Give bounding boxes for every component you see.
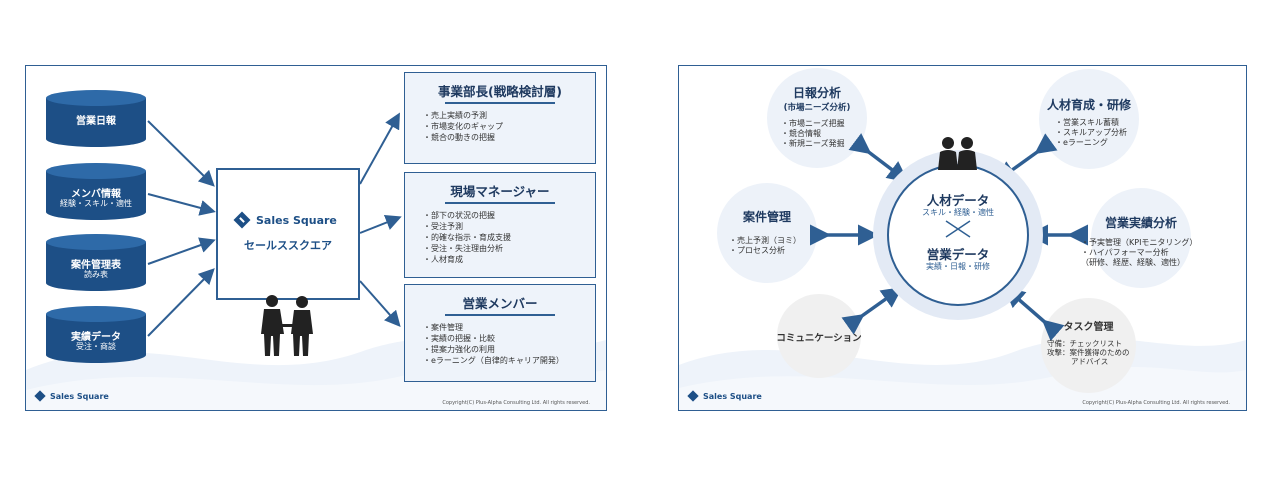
list-item: ・ハイパフォーマー分析 <box>1081 248 1169 257</box>
list-item: ・予実管理（KPIモニタリング） <box>1081 238 1198 247</box>
diamond-logo-icon <box>687 390 699 402</box>
list-item: ・受注予測 <box>423 222 463 231</box>
output-list: ・案件管理 ・実績の把握・比較 ・提案力強化の利用 ・eラーニング（自律的キャリ… <box>405 322 595 366</box>
sales-square-box: Sales Square セールススクエア <box>216 168 360 300</box>
list-item: ・売上予測（ヨミ） <box>729 236 801 245</box>
list-item: ・市場ニーズ把握 <box>781 119 845 128</box>
sales-square-logo: Sales Square <box>232 210 337 230</box>
source-sub: 経験・スキル・適性 <box>60 199 132 208</box>
copyright: Copyright(C) Plus-Alpha Consulting Ltd. … <box>1082 400 1230 406</box>
title-underline <box>445 102 555 104</box>
list-item: ・市場変化のギャップ <box>423 122 503 131</box>
node-comm-title: コミュニケーション <box>776 333 862 344</box>
source-title: 案件管理表 <box>71 260 121 271</box>
list-item: ・受注・失注理由分析 <box>423 244 503 253</box>
logo-text: Sales Square <box>256 213 337 227</box>
node-anken-title: 案件管理 <box>742 210 791 224</box>
node-jinzai-list: ・営業スキル蓄積 ・スキルアップ分析 ・eラーニング <box>1055 118 1127 148</box>
node-anken-list: ・売上予測（ヨミ） ・プロセス分析 <box>729 236 801 256</box>
source-title: メンバ情報 <box>71 189 121 200</box>
list-item: ・競合情報 <box>781 129 821 138</box>
list-item: ・実績の把握・比較 <box>423 334 495 343</box>
node-jisseki-circle <box>1091 188 1191 288</box>
list-item: 攻撃：案件獲得のための <box>1047 348 1130 357</box>
list-item: ・競合の動きの把握 <box>423 133 495 142</box>
center-title-jinzai: 人材データ <box>926 193 990 208</box>
output-list: ・売上実績の予測 ・市場変化のギャップ ・競合の動きの把握 <box>405 110 595 143</box>
source-sub: 受注・商談 <box>76 342 116 351</box>
node-task-list: 守備：チェックリスト 攻撃：案件獲得のための アドバイス <box>1047 339 1130 366</box>
title-underline <box>445 202 555 204</box>
list-item: ・新規ニーズ発掘 <box>781 139 845 148</box>
list-item: ・案件管理 <box>423 323 463 332</box>
output-title: 営業メンバー <box>462 296 538 311</box>
list-item: ・提案力強化の利用 <box>423 345 495 354</box>
left-slide: 営業日報 メンバ情報 経験・スキル・適性 案件管理表 読み表 実績データ 受注・… <box>25 65 607 411</box>
footer-logo: Sales Square <box>686 389 762 403</box>
source-title: 実績データ <box>71 332 121 343</box>
diamond-logo-icon <box>233 211 251 229</box>
node-nippo-subtitle: (市場ニーズ分析) <box>783 103 851 113</box>
handshake-people-icon <box>261 295 313 356</box>
list-item: ・部下の状況の把握 <box>423 211 495 220</box>
list-item: 守備：チェックリスト <box>1047 339 1122 348</box>
source-member-info: メンバ情報 経験・スキル・適性 <box>46 163 146 220</box>
people-icon <box>938 137 977 170</box>
center-sub-eigyo: 実績・日報・研修 <box>926 262 990 271</box>
node-jinzai-title: 人材育成・研修 <box>1046 98 1131 112</box>
diamond-logo-icon <box>34 390 46 402</box>
title-underline <box>445 314 555 316</box>
output-eigyo-member: 営業メンバー ・案件管理 ・実績の把握・比較 ・提案力強化の利用 ・eラーニング… <box>404 284 596 382</box>
source-jisseki: 実績データ 受注・商談 <box>46 306 146 363</box>
node-anken-circle <box>717 183 817 283</box>
sales-square-kana: セールススクエア <box>244 239 332 252</box>
right-slide: 人材データ スキル・経験・適性 営業データ 実績・日報・研修 日報分析 (市場ニ… <box>678 65 1247 411</box>
source-title: 営業日報 <box>76 116 116 127</box>
node-jisseki-list: ・予実管理（KPIモニタリング） ・ハイパフォーマー分析 （研修、経歴、経験、適… <box>1081 238 1197 268</box>
center-circle <box>887 164 1029 306</box>
list-item: ・的確な指示・育成支援 <box>423 233 511 242</box>
list-item: （研修、経歴、経験、適性） <box>1081 258 1185 267</box>
output-title: 事業部長(戦略検討層) <box>438 84 562 99</box>
source-anken-kanri: 案件管理表 読み表 <box>46 234 146 291</box>
node-nippo-list: ・市場ニーズ把握 ・競合情報 ・新規ニーズ発掘 <box>781 119 845 149</box>
list-item: アドバイス <box>1071 357 1109 366</box>
center-sub-jinzai: スキル・経験・適性 <box>922 208 994 217</box>
flow-arrows <box>147 112 402 337</box>
list-item: ・売上実績の予測 <box>423 111 487 120</box>
list-item: ・eラーニング（自律的キャリア開発） <box>423 356 564 365</box>
cross-mark-icon <box>945 220 971 238</box>
footer-logo-text: Sales Square <box>703 391 762 401</box>
output-jigyobucho: 事業部長(戦略検討層) ・売上実績の予測 ・市場変化のギャップ ・競合の動きの把… <box>404 72 596 164</box>
output-list: ・部下の状況の把握 ・受注予測 ・的確な指示・育成支援 ・受注・失注理由分析 ・… <box>405 210 595 265</box>
footer-logo-text: Sales Square <box>50 391 109 401</box>
footer-logo: Sales Square <box>33 389 109 403</box>
copyright: Copyright(C) Plus-Alpha Consulting Ltd. … <box>442 400 590 406</box>
list-item: ・人材育成 <box>423 255 463 264</box>
center-title-eigyo: 営業データ <box>926 247 990 262</box>
list-item: ・スキルアップ分析 <box>1055 128 1127 137</box>
node-nippo-title: 日報分析 <box>792 86 841 100</box>
output-genba-manager: 現場マネージャー ・部下の状況の把握 ・受注予測 ・的確な指示・育成支援 ・受注… <box>404 172 596 278</box>
node-jisseki-title: 営業実績分析 <box>1104 216 1177 230</box>
node-task-title: タスク管理 <box>1063 322 1114 333</box>
source-sub: 読み表 <box>84 270 108 279</box>
source-eigyo-nippo: 営業日報 <box>46 90 146 147</box>
output-title: 現場マネージャー <box>450 184 550 199</box>
list-item: ・eラーニング <box>1055 138 1108 147</box>
list-item: ・プロセス分析 <box>729 246 785 255</box>
list-item: ・営業スキル蓄積 <box>1055 118 1119 127</box>
